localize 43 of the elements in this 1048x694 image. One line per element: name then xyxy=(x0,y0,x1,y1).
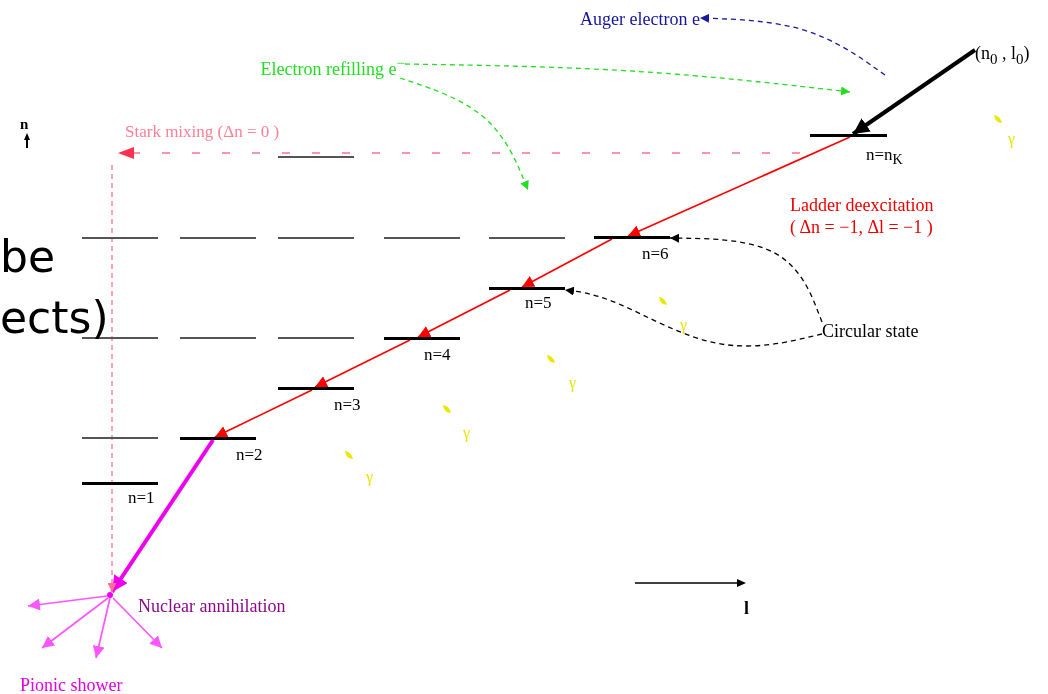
arrow xyxy=(41,597,109,649)
text-label: Pionic shower xyxy=(20,674,123,694)
gamma-label: γ xyxy=(680,315,688,336)
level-label: n=5 xyxy=(525,294,552,312)
text-label: Electron refilling e$^{−}$ xyxy=(170,50,405,78)
dashed-arrow xyxy=(699,13,886,76)
dashed-arrow xyxy=(107,164,117,593)
text-label: be xyxy=(0,232,55,282)
text-label: Ladder deexcitation xyxy=(790,194,934,217)
arrow xyxy=(214,389,313,438)
arrow xyxy=(851,48,977,136)
gamma-label: γ xyxy=(569,373,577,394)
arrow xyxy=(27,595,108,611)
text-label: Auger electron e xyxy=(500,6,700,32)
gamma-label: γ xyxy=(366,467,374,488)
text-label: ects) xyxy=(0,293,109,343)
arrow xyxy=(417,289,511,338)
arrow xyxy=(92,597,111,659)
arrow xyxy=(627,136,851,237)
text-label: l xyxy=(744,597,749,620)
gamma-label: γ xyxy=(1008,129,1016,150)
level-label: n=2 xyxy=(236,446,263,464)
text-label: Circular state xyxy=(822,318,977,344)
text-label: (n$_{0}$ , l$_{0}$) xyxy=(975,40,1048,70)
gamma-label: γ xyxy=(463,423,471,444)
dashed-arrow xyxy=(404,63,851,96)
level-label: n=n$_{K}$ xyxy=(866,146,903,169)
text-label: ( Δn = −1, Δl = −1 ) xyxy=(790,216,933,239)
dashed-arrow xyxy=(564,286,823,347)
arrow xyxy=(314,339,411,388)
arrow xyxy=(112,597,163,649)
text-label: Stark mixing (Δn = 0 ) xyxy=(125,121,280,143)
level-label: n=3 xyxy=(334,396,361,414)
text-label: Nuclear annihilation xyxy=(138,595,286,618)
dashed-arrow xyxy=(399,77,529,191)
arrow xyxy=(110,438,215,594)
level-label: n=6 xyxy=(642,245,669,263)
annihilation-point xyxy=(107,592,113,598)
arrow xyxy=(521,238,613,288)
dashed-arrow xyxy=(669,233,823,323)
text-label: n xyxy=(20,115,29,134)
level-label: n=1 xyxy=(128,489,155,507)
level-label: n=4 xyxy=(424,346,451,364)
